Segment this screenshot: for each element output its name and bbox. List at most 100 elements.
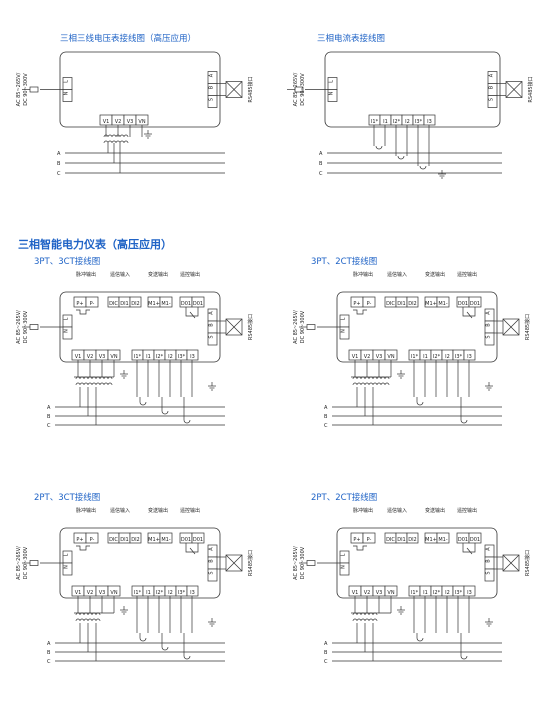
pulse-output-label: 脉冲输出 [76,507,96,514]
comm-terminal-label: A [209,311,215,315]
power-terminal-label: N [341,329,347,333]
diagram-title: 2PT、2CT接线图 [311,492,377,503]
ao-terminal-label: M1+ [148,537,160,543]
di-terminal-label: DI1 [120,537,129,543]
do-terminal-label: D01 [193,301,203,307]
voltage-terminal-label: V2 [87,590,94,596]
phase-label: C [47,423,51,429]
current-terminal-label: I2 [405,119,410,125]
phase-label: C [319,171,323,177]
relay-contact-icon [189,547,196,555]
comm-terminal-label: B [486,559,492,563]
current-terminal-label: I1 [423,590,428,596]
current-terminal-label: I2 [445,354,450,360]
rs485-label: RS485接口 [524,314,531,340]
current-terminal-label: I1 [423,354,428,360]
power-terminal-box [62,326,73,340]
current-terminal-box [463,585,476,597]
pulse-output-label: 脉冲输出 [353,271,373,278]
do-terminal-label: D01 [193,537,203,543]
comm-terminal-box [207,568,218,582]
voltage-terminal-label: V2 [364,590,371,596]
voltage-terminal-label: V3 [99,590,106,596]
pulse-output-label: 脉冲输出 [76,271,96,278]
diagram-title: 三相三线电压表接线图（高压应用） [60,33,196,44]
ao-terminal-box [436,532,450,544]
pulse-terminal-label: P- [90,537,95,543]
ao-terminal-box [159,532,173,544]
current-terminal-label: I3* [455,354,463,360]
comm-terminal-label: A [486,311,492,315]
phase-label: C [324,659,328,665]
ao-terminal-label: M1+ [425,537,437,543]
power-terminal-label: N [341,565,347,569]
power-label: AC 85~265V/ [293,72,299,106]
power-terminal-label: L [341,553,347,556]
phase-label: A [47,405,51,411]
current-terminal-label: I2 [445,590,450,596]
rs485-connector-icon [225,81,243,98]
power-terminal-label: L [64,80,70,83]
power-terminal-box [327,89,338,102]
ct-coil [416,637,424,642]
power-terminal-label: L [341,317,347,320]
power-terminal-box [62,89,73,102]
comm-terminal-box [487,95,498,108]
power-label: DC 90~300V [23,73,29,106]
ao-terminal-label: M1+ [425,301,437,307]
section-title: 三相智能电力仪表（高压应用） [18,238,172,251]
diagram-title: 3PT、2CT接线图 [311,256,377,267]
pt-primary-coil [75,618,89,622]
power-terminal-label: N [64,91,70,95]
comm-terminal-label: S [209,571,215,574]
di-terminal-label: DIC [386,301,395,307]
current-terminal-box [463,349,476,361]
di-terminal-label: DIC [109,301,118,307]
phase-label: B [319,161,323,167]
current-terminal-label: I3 [190,590,195,596]
ct-coil [139,401,147,406]
current-terminal-label: I1* [134,590,142,596]
pt-primary-coil [75,382,89,386]
power-terminal-label: N [64,329,70,333]
di-terminal-label: DI1 [120,301,129,307]
di-terminal-box [129,532,142,544]
comm-terminal-box [207,332,218,346]
comm-terminal-label: S [486,571,492,574]
current-terminal-label: I1 [383,119,388,125]
di-terminal-box [129,296,142,308]
current-terminal-label: I3 [427,119,432,125]
phase-label: B [324,650,328,656]
relay-contact-icon [189,311,196,319]
voltage-terminal-label: VN [387,354,394,360]
power-terminal-box [339,562,350,576]
phase-label: A [324,405,328,411]
voltage-terminal-label: V3 [127,119,134,125]
ct-coil [161,410,169,415]
relay-contact-icon [462,543,476,553]
voltage-terminal-label: V1 [75,590,82,596]
voltage-terminal-label: VN [387,590,394,596]
ct-coil [183,655,191,660]
pulse-terminal-box [85,532,99,544]
ct-coil [139,637,147,642]
comm-terminal-label: A [489,73,495,77]
pulse-terminal-label: P+ [76,537,83,543]
analog-output-label: 变送输出 [148,271,168,278]
rs485-connector-icon [225,318,243,336]
ct-coil [183,419,191,424]
voltage-terminal-label: V2 [115,119,122,125]
current-terminal-label: I1* [134,354,142,360]
pt-primary-coil [364,382,378,386]
do-terminal-label: D01 [458,537,468,543]
do-terminal-label: D01 [181,301,191,307]
digital-input-label: 遥信输入 [387,507,407,514]
current-terminal-label: I3* [455,590,463,596]
fuse-icon [306,324,316,330]
power-label: DC 90~300V [23,310,29,343]
pulse-output-label: 脉冲输出 [353,507,373,514]
di-terminal-box [406,532,419,544]
